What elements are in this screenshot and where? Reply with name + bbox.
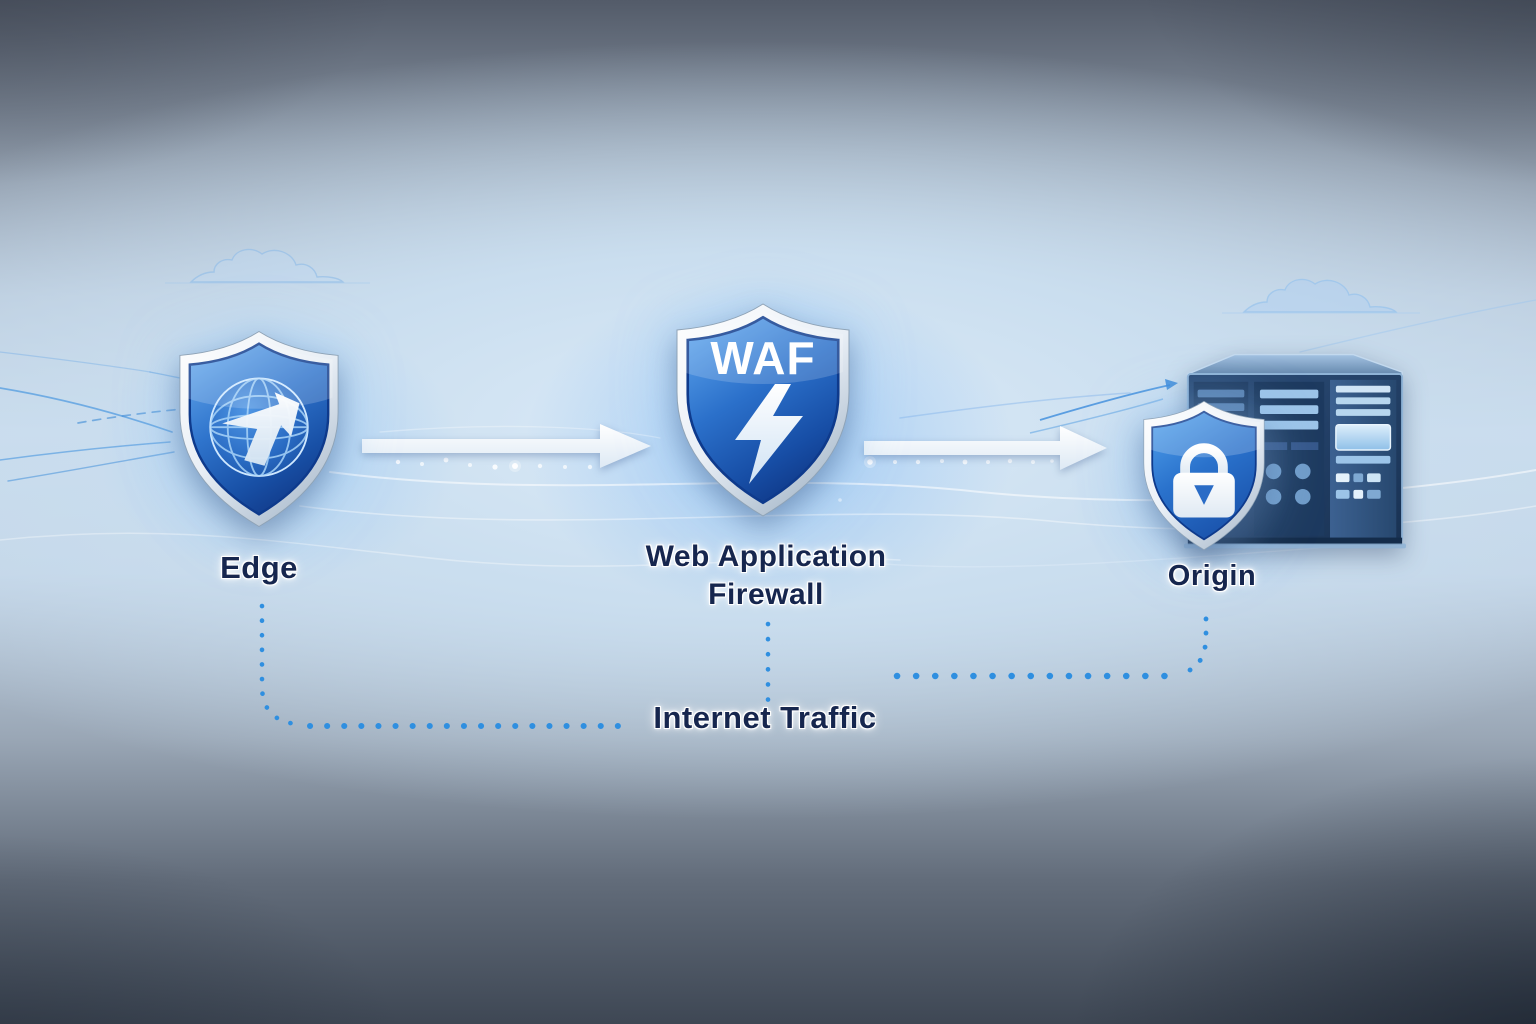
globe-arrow-icon xyxy=(209,377,309,477)
origin-inflow-arrows xyxy=(1029,379,1178,434)
edge-shield xyxy=(179,330,339,528)
waf-badge-text: WAF xyxy=(710,332,815,384)
lightning-bolt-icon xyxy=(735,384,803,484)
padlock-icon xyxy=(1173,443,1235,518)
cloud-icon-right xyxy=(1222,278,1420,314)
flow-arrow-waf-to-origin xyxy=(864,426,1107,470)
edge-label: Edge xyxy=(220,550,298,585)
dotted-traffic-line xyxy=(259,603,1209,729)
origin-shield xyxy=(1143,400,1265,551)
internet-traffic-label: Internet Traffic xyxy=(653,700,877,735)
waf-label-line2: Firewall xyxy=(708,578,824,611)
waf-label: Web Application Firewall xyxy=(646,538,887,614)
flow-arrow-edge-to-waf xyxy=(362,424,651,468)
waf-label-line1: Web Application xyxy=(645,540,887,573)
origin-label: Origin xyxy=(1167,560,1257,592)
waf-shield: WAF xyxy=(676,303,850,517)
cloud-icon-left xyxy=(165,248,370,284)
